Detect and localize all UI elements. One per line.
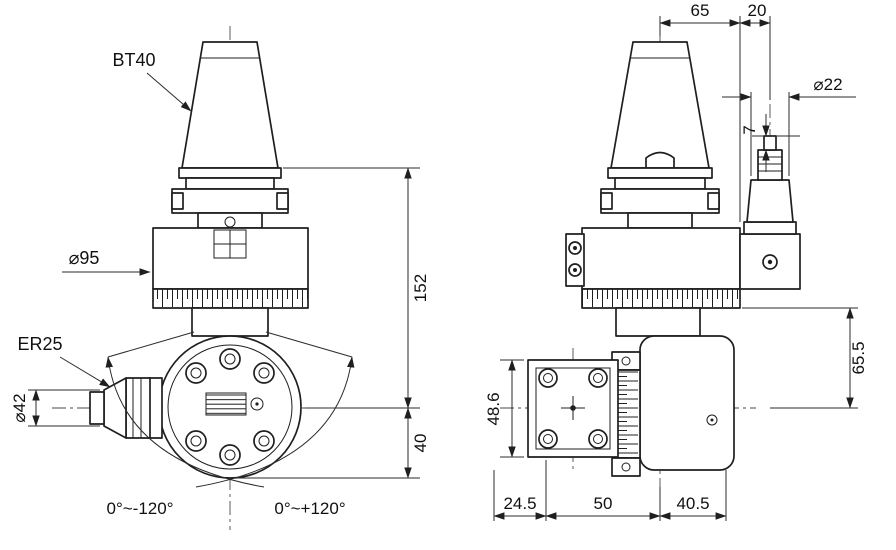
angle-head-side — [527, 335, 735, 477]
bt40-taper-side — [610, 41, 710, 169]
swing-negative-text: 0°~-120° — [106, 499, 173, 518]
dim152-text: 152 — [411, 274, 430, 302]
body-front — [152, 227, 309, 290]
label-er25: ER25 — [17, 334, 111, 388]
swing-positive-text: 0°~+120° — [274, 499, 345, 518]
swing-range-arcs — [105, 331, 355, 488]
body-side — [565, 227, 741, 290]
dia42-text: ⌀42 — [10, 393, 29, 422]
head-bolt — [185, 348, 275, 466]
nameplate — [205, 392, 247, 416]
dim-step-7: 7 — [740, 114, 800, 172]
dia22-text: ⌀22 — [813, 75, 842, 94]
angle-head-front — [158, 335, 302, 479]
dim65-5-text: 65.5 — [849, 341, 868, 374]
dim-height-65-5: 65.5 — [742, 307, 868, 409]
dim-collet-dia-42: ⌀42 — [10, 389, 100, 427]
dim50-text: 50 — [594, 494, 613, 513]
dim-height-40: 40 — [232, 407, 430, 479]
dim-stub-dia-22: ⌀22 — [722, 75, 856, 176]
er25-text: ER25 — [17, 334, 62, 354]
spindle-flange-side — [600, 167, 720, 229]
spindle-flange-front — [171, 167, 289, 229]
graduated-ring-front — [152, 288, 309, 337]
dim48-6-text: 48.6 — [484, 392, 503, 425]
er25-collet-assembly — [89, 377, 163, 439]
dim24-5-text: 24.5 — [503, 494, 536, 513]
graduated-ring-side — [581, 288, 741, 337]
dim40-text: 40 — [411, 434, 430, 453]
bt40-taper-front — [181, 41, 279, 169]
dim-body-dia-95: ⌀95 — [62, 248, 151, 276]
coolant-stub — [739, 135, 801, 290]
bt40-text: BT40 — [112, 50, 155, 70]
dim20-text: 20 — [748, 1, 767, 20]
dim-height-152: 152 — [283, 167, 430, 409]
spindle-mount-block — [527, 359, 619, 458]
dim-block-height-48-6: 48.6 — [484, 359, 524, 458]
side-view: 65 20 ⌀22 7 65.5 48.6 — [484, 1, 868, 521]
dim40-5-text: 40.5 — [676, 494, 709, 513]
dim65-text: 65 — [691, 1, 710, 20]
dim-top-65-20: 65 20 — [659, 1, 771, 222]
dia95-text: ⌀95 — [69, 248, 100, 268]
dim7-text: 7 — [740, 125, 759, 134]
dim-bottom-row: 24.5 50 40.5 — [493, 460, 727, 521]
label-bt40: BT40 — [112, 50, 192, 112]
front-view: BT40 ⌀95 ER25 ⌀42 152 40 0°~ — [10, 26, 430, 530]
